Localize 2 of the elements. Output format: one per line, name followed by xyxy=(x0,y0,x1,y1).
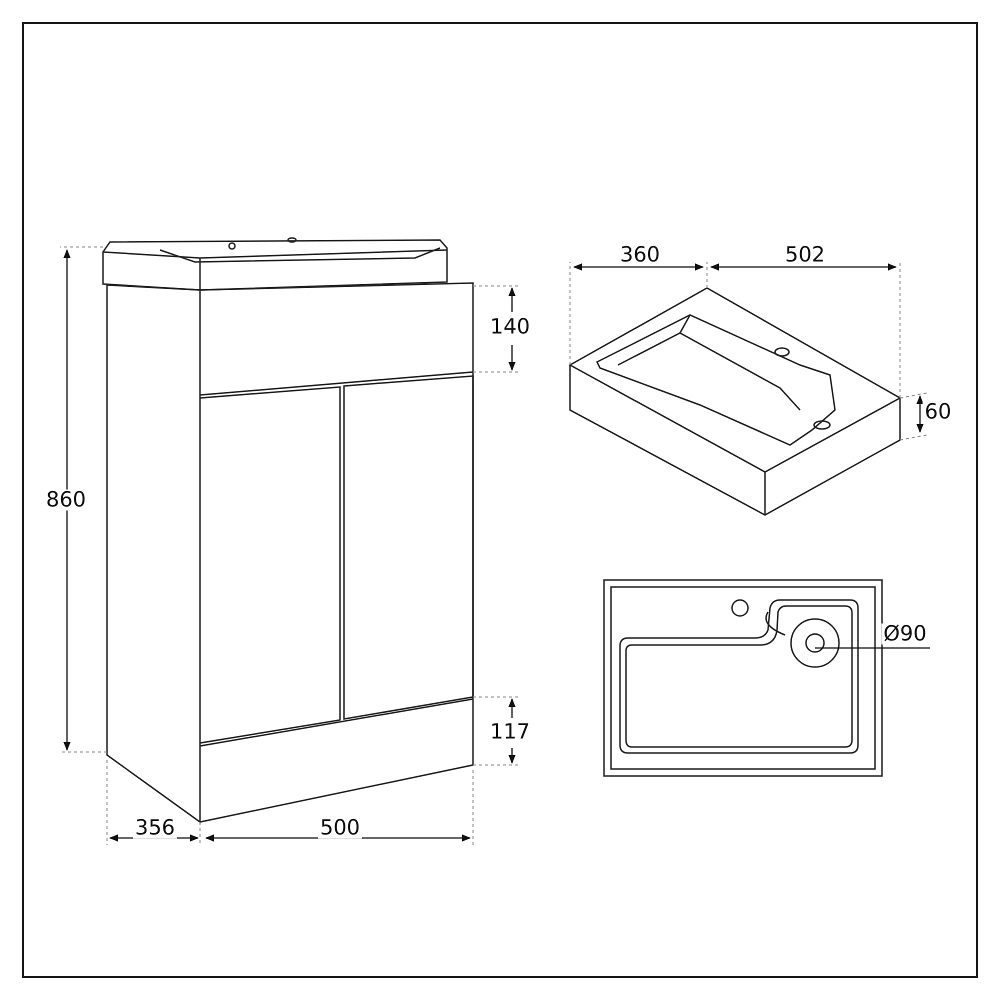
dimension-label: 356 xyxy=(132,818,178,838)
dimension-label: 500 xyxy=(318,818,362,838)
